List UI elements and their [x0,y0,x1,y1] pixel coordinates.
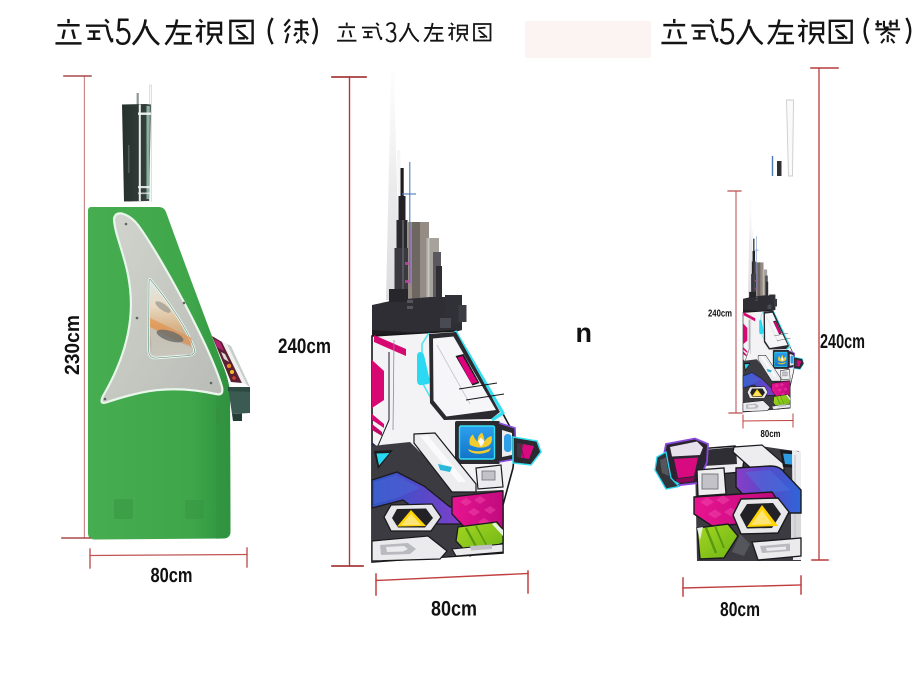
svg-text:n: n [576,318,593,348]
svg-text:80cm: 80cm [151,564,193,587]
svg-text:240cm: 240cm [820,331,865,353]
svg-text:80cm: 80cm [761,429,781,440]
svg-text:80cm: 80cm [431,598,477,621]
svg-text:230cm: 230cm [61,315,84,375]
svg-text:240cm: 240cm [278,335,331,358]
svg-text:240cm: 240cm [708,309,732,320]
svg-text:80cm: 80cm [720,599,760,621]
